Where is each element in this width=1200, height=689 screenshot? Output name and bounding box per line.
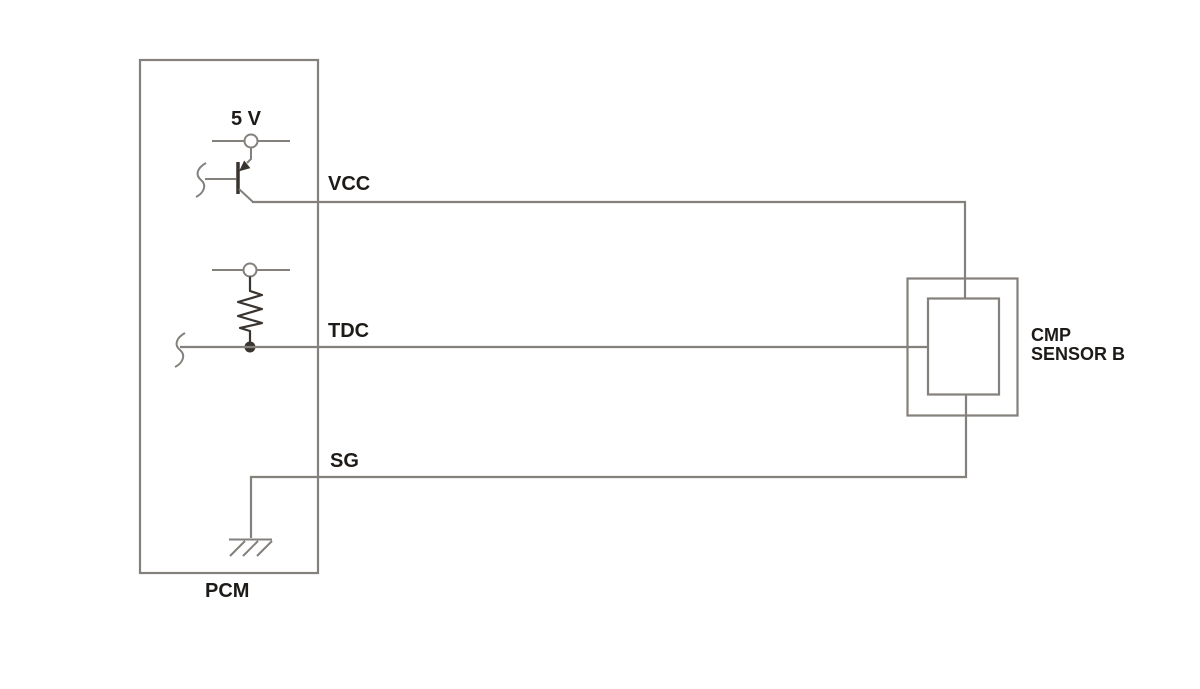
pullup-terminal-icon [212, 262, 290, 278]
sensor-label-line1: CMP [1031, 325, 1071, 345]
sg-wire [249, 394, 968, 538]
wire-break-icon [195, 162, 207, 198]
tdc-pin-label: TDC [328, 320, 370, 342]
resistor-icon [236, 276, 264, 342]
wire-break-icon [174, 332, 186, 368]
pcm-label: PCM [205, 580, 250, 602]
transistor-emitter-lead [246, 147, 252, 164]
transistor-collector-lead [238, 188, 254, 203]
sg-pin-label: SG [330, 450, 359, 472]
supply-terminal-icon [212, 133, 290, 149]
transistor-icon [205, 147, 254, 203]
transistor-arrow [239, 160, 251, 172]
vcc-wire [252, 200, 967, 298]
supply-terminal-circle [243, 133, 259, 149]
sensor-inner-box [926, 297, 1001, 396]
pullup-terminal-circle [242, 262, 258, 278]
supply-voltage-label: 5 V [231, 108, 262, 130]
ground-slash [229, 540, 246, 557]
sensor-label: CMP SENSOR B [1031, 326, 1125, 364]
sensor-label-line2: SENSOR B [1031, 344, 1126, 364]
ground-slash [242, 540, 259, 557]
ground-slash [256, 540, 273, 557]
pcm-box [138, 58, 320, 575]
vcc-pin-label: VCC [328, 173, 371, 195]
sensor-outer-box [906, 277, 1019, 417]
ground-icon [229, 538, 273, 557]
